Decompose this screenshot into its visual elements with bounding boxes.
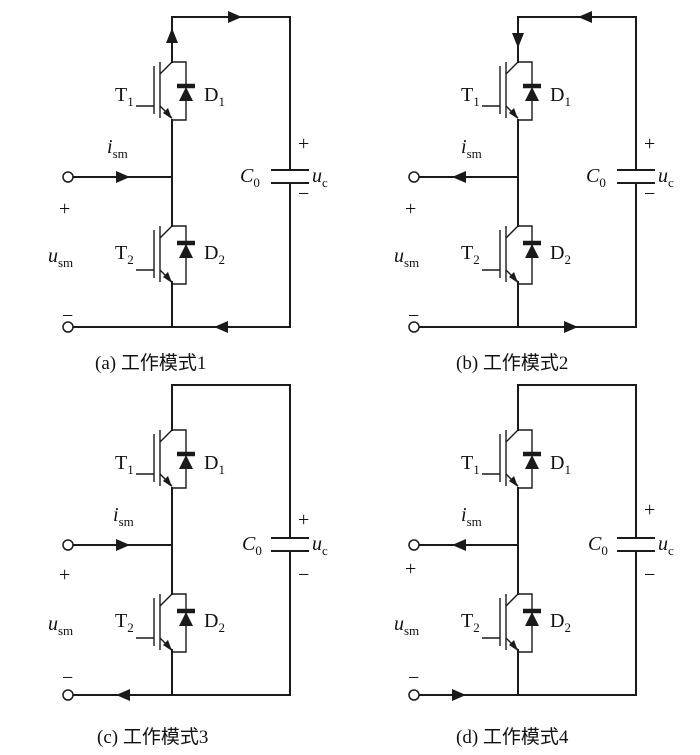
arrow-input — [452, 539, 466, 551]
circuit-panel-c: T1 D1 T2 D2 ism usm C0 uc + − + − (c) 工作… — [48, 385, 328, 748]
uc-minus-sign: − — [644, 564, 655, 586]
diode-d1-label: D1 — [550, 452, 571, 477]
voltage-uc-label: uc — [658, 533, 674, 558]
current-ism-label: ism — [461, 136, 482, 161]
diode-d1-label: D1 — [204, 452, 225, 477]
current-arrows — [116, 539, 130, 701]
uc-plus-sign: + — [298, 509, 309, 531]
usm-plus-sign: + — [59, 198, 70, 220]
voltage-usm-label: usm — [48, 245, 73, 270]
current-arrows — [116, 11, 242, 333]
arrow-bottom-rail — [452, 689, 466, 701]
circuit-panel-d: T1 D1 T2 D2 ism usm C0 uc + − + − (d) 工作… — [394, 385, 674, 748]
diode-d2-label: D2 — [550, 610, 571, 635]
capacitor-c0-label: C0 — [586, 165, 606, 190]
voltage-usm-label: usm — [394, 245, 419, 270]
arrow-input — [116, 171, 130, 183]
voltage-usm-label: usm — [48, 613, 73, 638]
current-ism-label: ism — [113, 504, 134, 529]
arrow-bottom-rail — [214, 321, 228, 333]
arrow-leg-up — [166, 28, 178, 43]
usm-minus-sign: − — [408, 305, 419, 327]
uc-plus-sign: + — [298, 133, 309, 155]
circuit-panel-a: T1 D1 T2 D2 ism usm C0 uc + − + − (a) 工作… — [48, 11, 328, 374]
panel-caption: (c) 工作模式3 — [97, 726, 208, 748]
voltage-uc-label: uc — [312, 165, 328, 190]
igbt-t2-label: T2 — [461, 242, 480, 267]
usm-plus-sign: + — [405, 558, 416, 580]
usm-minus-sign: − — [62, 305, 73, 327]
panel-caption: (d) 工作模式4 — [456, 726, 569, 748]
circuit-panel-b: T1 D1 T2 D2 ism usm C0 uc + − + − (b) 工作… — [394, 11, 674, 374]
usm-plus-sign: + — [59, 564, 70, 586]
current-arrows — [452, 11, 592, 333]
usm-minus-sign: − — [408, 667, 419, 689]
capacitor-c0-label: C0 — [242, 533, 262, 558]
panel-caption: (a) 工作模式1 — [95, 352, 206, 374]
usm-minus-sign: − — [62, 667, 73, 689]
uc-minus-sign: − — [298, 564, 309, 586]
arrow-top-rail — [228, 11, 242, 23]
igbt-t1-label: T1 — [461, 84, 480, 109]
capacitor-c0-label: C0 — [588, 533, 608, 558]
arrow-input — [116, 539, 130, 551]
arrow-top-rail — [578, 11, 592, 23]
arrow-bottom-rail — [116, 689, 130, 701]
uc-plus-sign: + — [644, 133, 655, 155]
current-ism-label: ism — [107, 136, 128, 161]
igbt-t1-label: T1 — [461, 452, 480, 477]
arrow-bottom-rail — [564, 321, 578, 333]
igbt-t2-label: T2 — [461, 610, 480, 635]
igbt-t2-label: T2 — [115, 242, 134, 267]
current-arrows — [452, 539, 466, 701]
uc-plus-sign: + — [644, 499, 655, 521]
uc-minus-sign: − — [644, 183, 655, 205]
diode-d1-label: D1 — [550, 84, 571, 109]
diode-d2-label: D2 — [550, 242, 571, 267]
diode-d1-label: D1 — [204, 84, 225, 109]
voltage-uc-label: uc — [312, 533, 328, 558]
arrow-input — [452, 171, 466, 183]
panel-caption: (b) 工作模式2 — [456, 352, 568, 374]
uc-minus-sign: − — [298, 183, 309, 205]
diode-d2-label: D2 — [204, 242, 225, 267]
usm-plus-sign: + — [405, 198, 416, 220]
capacitor-c0-label: C0 — [240, 165, 260, 190]
igbt-t2-label: T2 — [115, 610, 134, 635]
igbt-t1-label: T1 — [115, 452, 134, 477]
arrow-leg-down — [512, 33, 524, 48]
voltage-usm-label: usm — [394, 613, 419, 638]
igbt-t1-label: T1 — [115, 84, 134, 109]
diode-d2-label: D2 — [204, 610, 225, 635]
current-ism-label: ism — [461, 504, 482, 529]
voltage-uc-label: uc — [658, 165, 674, 190]
